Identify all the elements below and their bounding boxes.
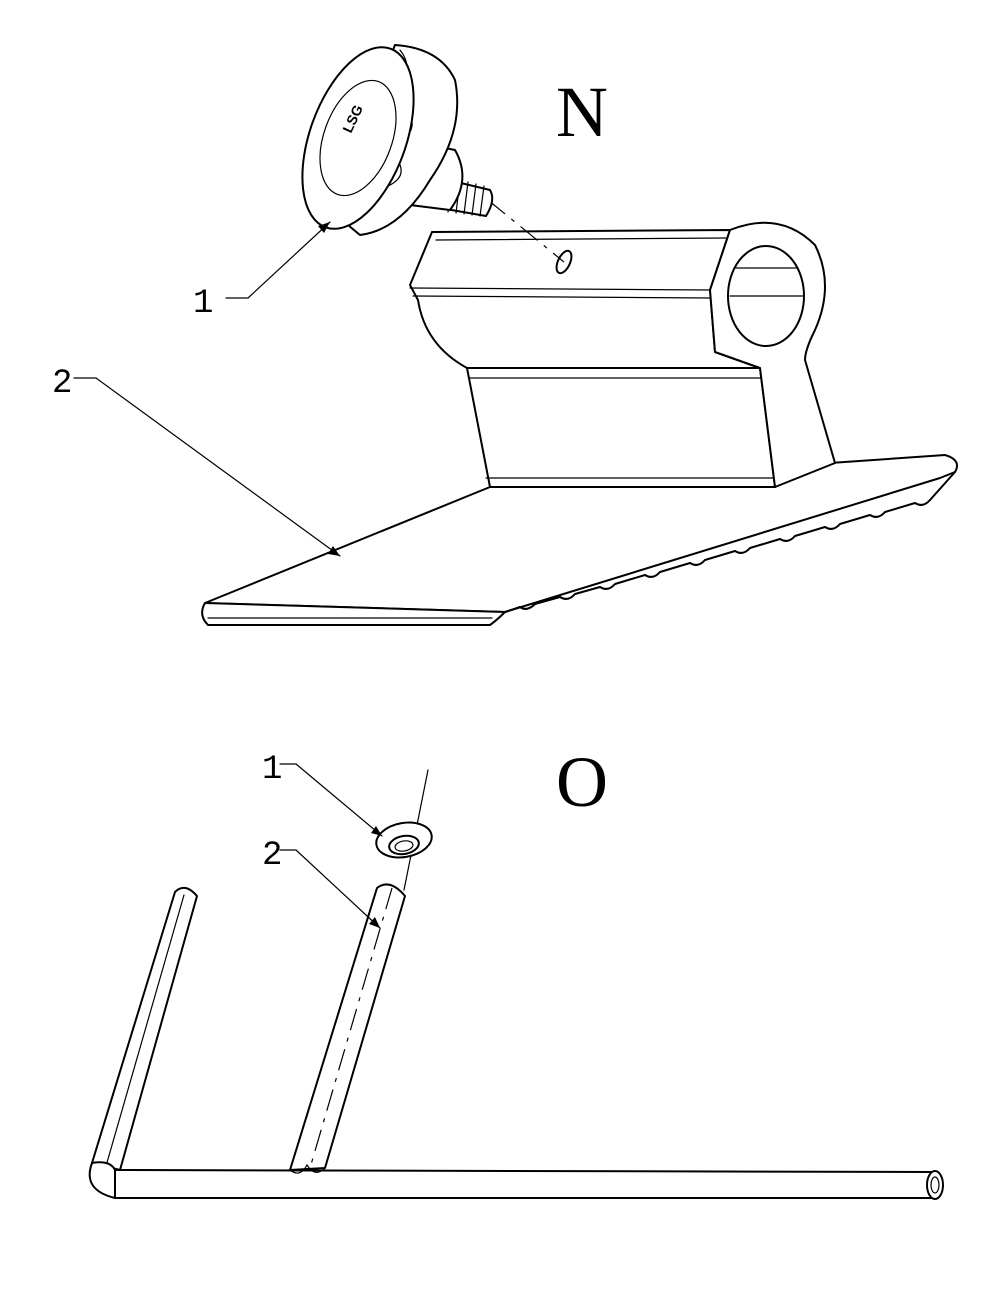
bracket-web <box>466 367 776 488</box>
figure-n: N <box>52 44 958 626</box>
nut-thread <box>394 840 414 852</box>
callout-o-2-leader <box>295 849 381 929</box>
rod-end-hole <box>930 1176 940 1194</box>
callout-n-2-arrowhead <box>328 546 340 556</box>
figure-o: O 1 <box>88 742 944 1200</box>
thumb-screw-part: LSG <box>301 44 565 263</box>
rod-left-elbow <box>88 1161 116 1199</box>
screw-axis-line <box>487 199 565 263</box>
callout-n-2-leader <box>95 377 341 557</box>
bracket-part <box>201 221 958 626</box>
callout-o-1-leader <box>295 763 383 837</box>
rod-left-highlight <box>105 894 185 1167</box>
callout-n-1-number: 1 <box>193 285 213 323</box>
rod-center-upright <box>289 883 406 1171</box>
callout-o-2-arrowhead <box>369 917 380 928</box>
rod-bottom <box>114 1169 936 1199</box>
rod-weld-joint <box>289 1163 326 1174</box>
callout-n-1: 1 <box>193 221 331 323</box>
channel-edge-line-b <box>412 295 713 299</box>
channel-edge-line-a <box>409 287 711 291</box>
rod-frame-part <box>88 883 944 1200</box>
channel-top-line <box>435 237 727 241</box>
figure-n-letter: N <box>556 72 608 152</box>
base-plate-notched-edge <box>504 471 956 613</box>
bracket-channel <box>409 229 761 369</box>
rod-left-upright <box>91 886 198 1171</box>
rod-center-axis <box>309 887 393 1169</box>
callout-o-1-arrowhead <box>371 826 382 836</box>
callout-o-1-number: 1 <box>262 751 282 789</box>
callout-o-2: 2 <box>262 837 381 929</box>
nut-part <box>375 769 433 891</box>
callout-n-2-number: 2 <box>52 365 72 403</box>
callout-n-2: 2 <box>52 365 341 557</box>
rod-end-cap <box>926 1170 944 1200</box>
callout-o-1: 1 <box>262 751 383 837</box>
callout-n-1-arrowhead <box>318 222 330 233</box>
base-plate-front-edge <box>201 602 506 626</box>
figure-o-letter: O <box>556 742 608 822</box>
callout-o-2-number: 2 <box>262 837 282 875</box>
callout-n-1-leader <box>247 221 331 299</box>
knob-face-inner <box>319 79 397 197</box>
